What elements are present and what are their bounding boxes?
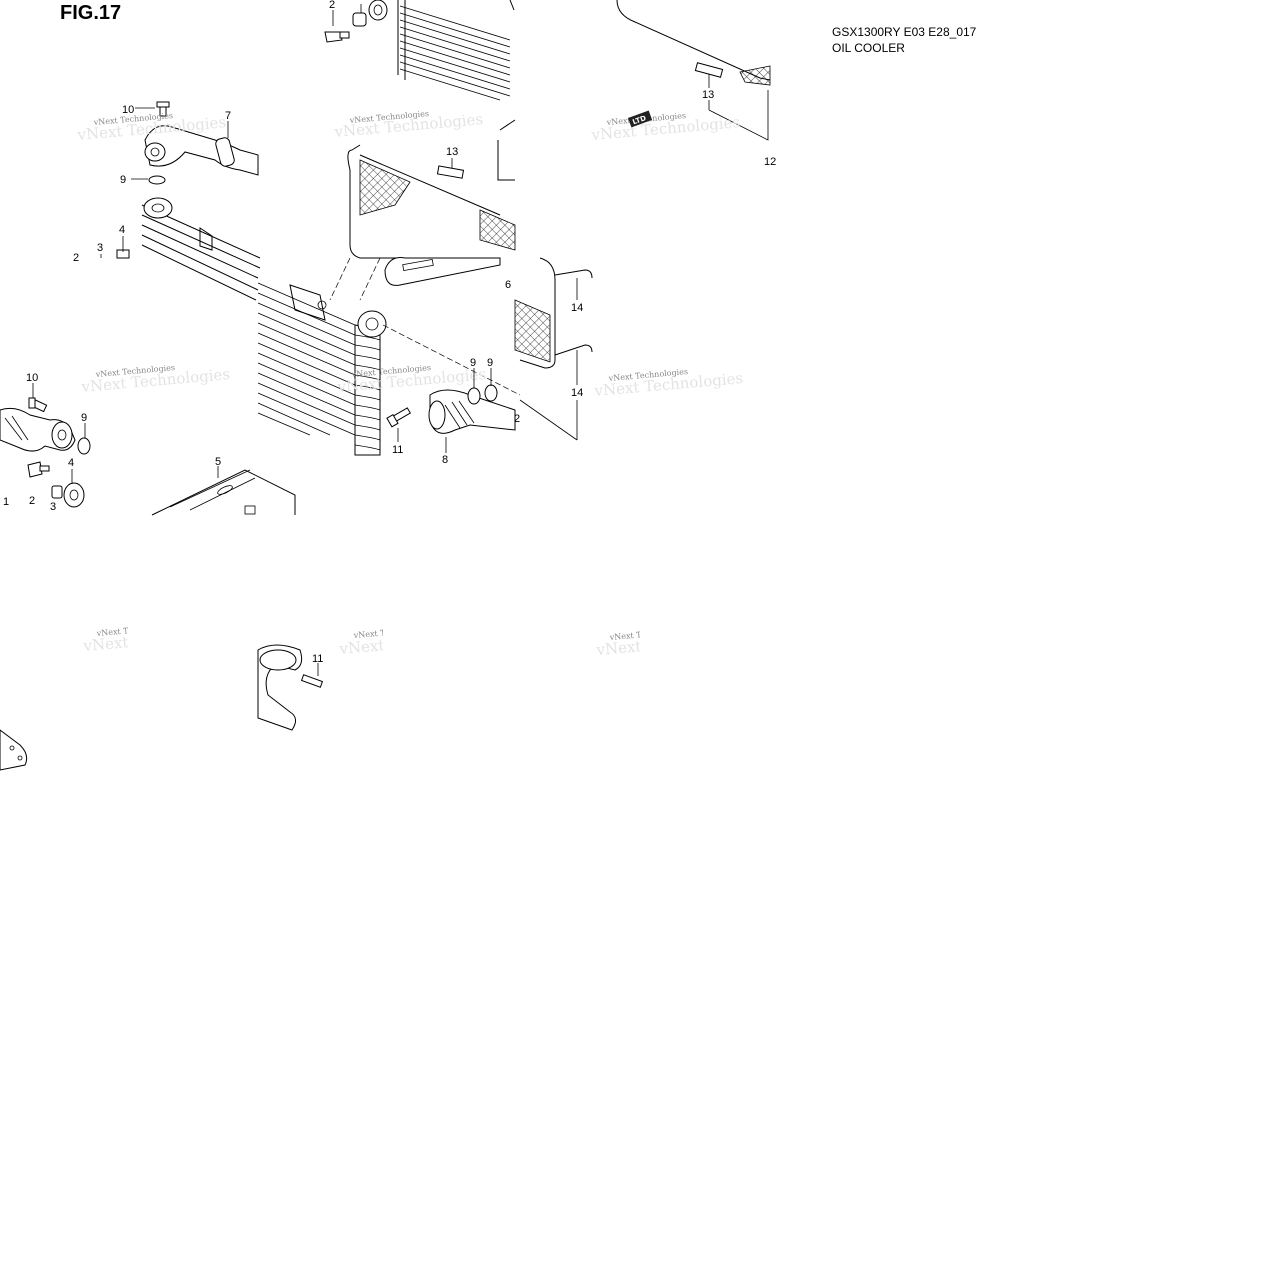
callout-11: 11 bbox=[312, 653, 323, 665]
bolt-11-bottom bbox=[300, 674, 324, 688]
hose-8 bbox=[428, 384, 516, 434]
top-radiator-tile bbox=[116, 0, 516, 301]
callout-14: 14 bbox=[571, 387, 583, 399]
radiator-core-fins bbox=[397, 0, 515, 101]
model-code: GSX1300RY E03 E28_017 bbox=[832, 25, 977, 39]
callout-9: 9 bbox=[120, 174, 126, 186]
callout-5: 5 bbox=[215, 456, 221, 468]
section-name: OIL COOLER bbox=[832, 41, 905, 55]
center-cooler-tile bbox=[257, 257, 593, 456]
callout-11: 11 bbox=[392, 444, 403, 456]
mesh-frame-right bbox=[514, 257, 593, 369]
callout-4: 4 bbox=[119, 224, 125, 236]
diagram-info: GSX1300RY E03 E28_017 OIL COOLER bbox=[832, 24, 976, 56]
callout-13: 13 bbox=[446, 146, 458, 158]
left-middle-tile bbox=[0, 397, 296, 516]
callout-12: 12 bbox=[764, 156, 776, 168]
bracket-5 bbox=[151, 469, 296, 516]
top-right-tile bbox=[616, 0, 771, 141]
bolt-2-left bbox=[27, 461, 85, 508]
bolt-11-center bbox=[386, 407, 411, 428]
callout-2: 2 bbox=[73, 252, 79, 264]
callout-13: 13 bbox=[702, 89, 714, 101]
bolt-2-top bbox=[324, 0, 388, 43]
bracket-bottom-left bbox=[0, 729, 28, 771]
callout-2: 2 bbox=[29, 495, 35, 507]
bolt-10-left bbox=[28, 397, 48, 413]
callout-2: 2 bbox=[514, 413, 520, 425]
bottom-tile bbox=[0, 644, 324, 771]
watermark: vNext Technologies bbox=[95, 622, 176, 638]
leader-lines bbox=[32, 74, 710, 676]
callout-4: 4 bbox=[68, 457, 74, 469]
callout-9: 9 bbox=[487, 357, 493, 369]
hose-fitting-left bbox=[0, 407, 76, 452]
callout-1: 1 bbox=[3, 496, 9, 508]
callout-2: 2 bbox=[329, 0, 335, 11]
callout-3: 3 bbox=[97, 242, 103, 254]
callout-3: 3 bbox=[50, 501, 56, 513]
callout-9: 9 bbox=[470, 357, 476, 369]
bracket-6 bbox=[384, 257, 501, 286]
callout-7: 7 bbox=[225, 110, 231, 122]
cooler-fins bbox=[257, 282, 387, 456]
callout-8: 8 bbox=[442, 454, 448, 466]
callout-10: 10 bbox=[26, 372, 38, 384]
callout-10: 10 bbox=[122, 104, 134, 116]
figure-title: FIG.17 bbox=[60, 2, 122, 24]
mesh-guard-top bbox=[347, 119, 516, 259]
callouts: 2 13 12 10 7 13 9 3 4 2 6 14 10 9 9 9 14… bbox=[3, 0, 776, 665]
o-ring-9-left bbox=[77, 437, 91, 455]
watermark: vNext Technologies bbox=[352, 624, 433, 640]
hose-bottom bbox=[257, 644, 303, 731]
watermark: vNext Technologies bbox=[608, 626, 689, 642]
callout-9: 9 bbox=[81, 412, 87, 424]
watermarks: vNext Technologies vNext Technologies vN… bbox=[76, 109, 744, 659]
callout-6: 6 bbox=[505, 279, 511, 291]
callout-14: 14 bbox=[571, 302, 583, 314]
hose-7-top bbox=[144, 101, 259, 185]
cooler-top-left bbox=[116, 197, 261, 301]
